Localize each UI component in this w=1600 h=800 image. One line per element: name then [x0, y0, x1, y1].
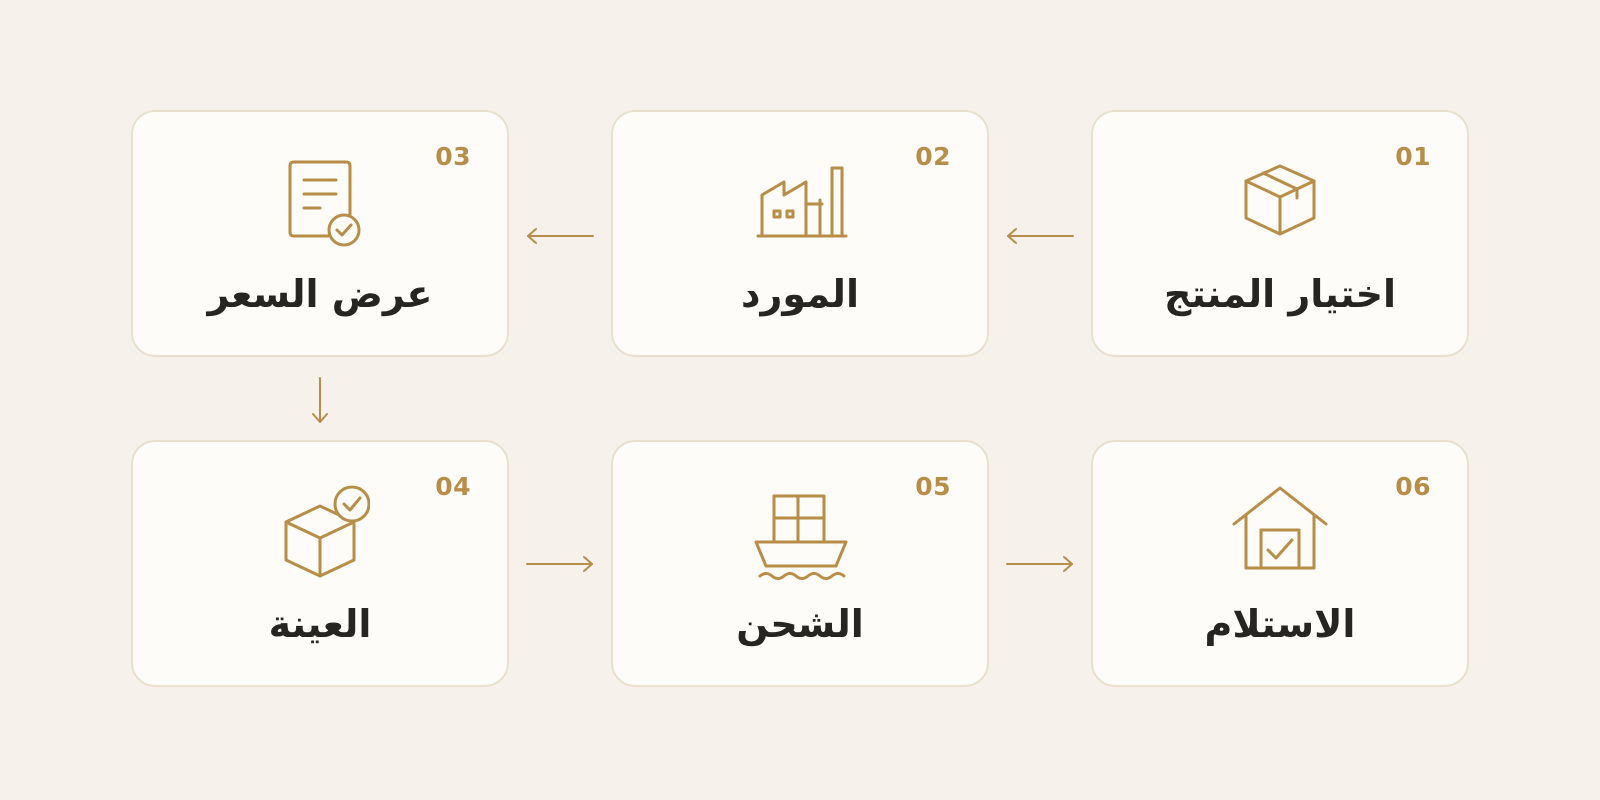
step-card-03: 03 عرض السعر — [131, 110, 509, 357]
step-number: 03 — [435, 142, 471, 171]
arrow-right-icon — [525, 554, 595, 574]
step-label: عرض السعر — [207, 272, 433, 316]
step-card-06: 06 الاستلام — [1091, 440, 1469, 687]
arrow-right-icon — [1005, 554, 1075, 574]
step-number: 05 — [915, 472, 951, 501]
step-label: اختيار المنتج — [1164, 272, 1396, 316]
arrow-left-icon — [525, 226, 595, 246]
step-number: 06 — [1395, 472, 1431, 501]
step-card-01: 01 اختيار المنتج — [1091, 110, 1469, 357]
arrow-down-icon — [310, 376, 330, 426]
step-card-02: 02 المورد — [611, 110, 989, 357]
box-check-icon — [270, 480, 370, 580]
step-label: المورد — [741, 272, 859, 316]
step-label: الشحن — [736, 602, 864, 646]
step-number: 01 — [1395, 142, 1431, 171]
arrow-left-icon — [1005, 226, 1075, 246]
step-card-04: 04 العينة — [131, 440, 509, 687]
quote-document-icon — [270, 150, 370, 250]
ship-icon — [750, 480, 850, 580]
warehouse-check-icon — [1230, 480, 1330, 580]
step-label: الاستلام — [1204, 602, 1356, 646]
factory-icon — [750, 150, 850, 250]
step-number: 04 — [435, 472, 471, 501]
step-card-05: 05 الشحن — [611, 440, 989, 687]
step-label: العينة — [268, 602, 372, 646]
step-number: 02 — [915, 142, 951, 171]
box-icon — [1230, 150, 1330, 250]
